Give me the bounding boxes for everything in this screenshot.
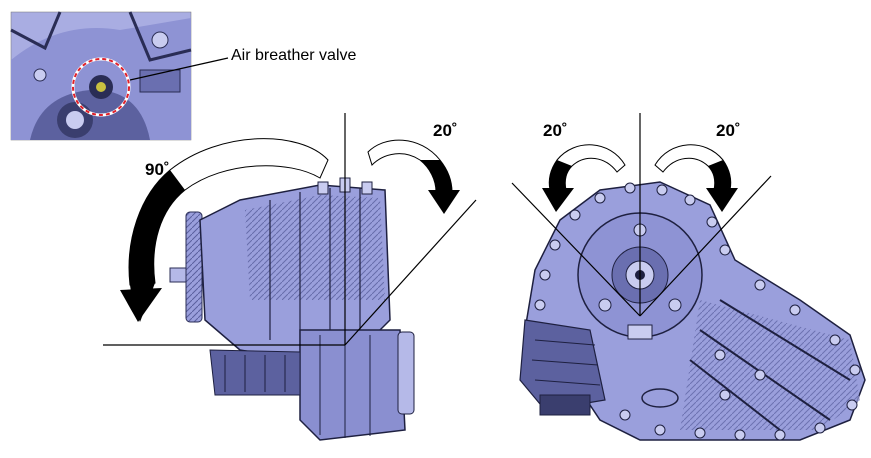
- angle-label-20-side: 20˚: [433, 121, 458, 140]
- tilt-arrow-20-rearward-side: [367, 139, 460, 214]
- tilt-arrow-20-right-rear: [654, 144, 738, 212]
- highlight-ring: [72, 58, 130, 116]
- air-breather-valve-label: Air breather valve: [231, 47, 357, 64]
- rear-view-transfer-case: [519, 181, 866, 441]
- rear-view-reference-lines: [511, 113, 772, 317]
- side-view-transfer-case: [169, 177, 415, 441]
- side-view-reference-lines: [103, 113, 477, 346]
- angle-label-20-rear-left: 20˚: [543, 121, 568, 140]
- angle-label-90: 90˚: [145, 160, 170, 179]
- tilt-arrow-90-forward: [120, 138, 329, 322]
- tilt-arrow-20-left-rear: [542, 144, 626, 212]
- air-breather-valve-icon: [96, 82, 106, 92]
- inset-closeup: [10, 11, 229, 141]
- angle-label-20-rear-right: 20˚: [716, 121, 741, 140]
